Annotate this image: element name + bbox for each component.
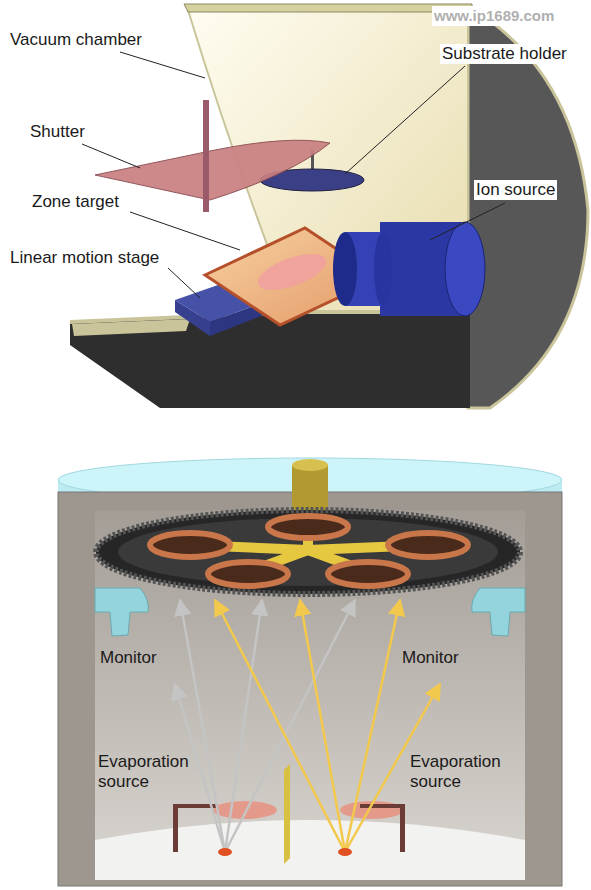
chamber-floor <box>95 820 525 880</box>
part-label: Shutter <box>28 122 87 142</box>
ion-source-ring <box>374 232 392 306</box>
part-label: Vacuum chamber <box>8 30 144 50</box>
planetary-gear <box>96 510 520 594</box>
vapor-ray <box>225 600 355 852</box>
part-label: Ion source <box>474 180 557 200</box>
vapor-ray <box>300 600 345 852</box>
source-stand <box>173 806 178 852</box>
source-plate <box>213 801 277 819</box>
source-stand <box>400 806 405 852</box>
source-crucible <box>218 848 232 856</box>
part-label: Monitor <box>402 648 459 668</box>
chamber-interior <box>95 510 525 880</box>
part-label: Evaporation source <box>410 752 510 792</box>
chamber-walls <box>58 492 562 886</box>
target-spot <box>253 247 330 298</box>
leader-line <box>430 203 505 240</box>
shutter-plate <box>95 140 330 200</box>
monitor-block <box>95 588 148 636</box>
chamber-end-cap <box>468 6 588 408</box>
ion-source-end <box>445 222 485 316</box>
substrate-ring <box>388 533 468 557</box>
part-label: Monitor <box>100 648 157 668</box>
vapor-ray <box>180 600 225 852</box>
part-label: Substrate holder <box>440 44 569 64</box>
leader-line <box>82 144 140 168</box>
stage-side <box>175 300 210 336</box>
chamber-rim <box>184 4 472 12</box>
leader-line <box>345 66 465 174</box>
leader-line <box>130 212 240 250</box>
part-label: Zone target <box>30 192 121 212</box>
ion-source-front <box>333 232 357 306</box>
substrate-ring <box>150 533 230 557</box>
watermark: www.ip1689.com <box>432 6 556 26</box>
chamber-floor <box>70 312 470 408</box>
leader-line <box>168 268 200 298</box>
leader-line <box>120 52 205 78</box>
divider-plate <box>284 764 290 864</box>
source-crucible <box>338 848 352 856</box>
vapor-ray <box>215 600 345 852</box>
shutter-rod <box>203 100 209 212</box>
shaft-top <box>292 459 328 471</box>
monitor-block <box>472 588 525 636</box>
substrate-ring <box>328 562 408 586</box>
substrate-ring <box>268 516 348 538</box>
substrate-ring <box>208 562 288 586</box>
source-stand <box>360 804 405 808</box>
vapor-ray <box>345 600 400 852</box>
part-label: Linear motion stage <box>8 248 161 268</box>
chamber-lip <box>72 319 190 336</box>
part-label: Evaporation source <box>98 752 198 792</box>
